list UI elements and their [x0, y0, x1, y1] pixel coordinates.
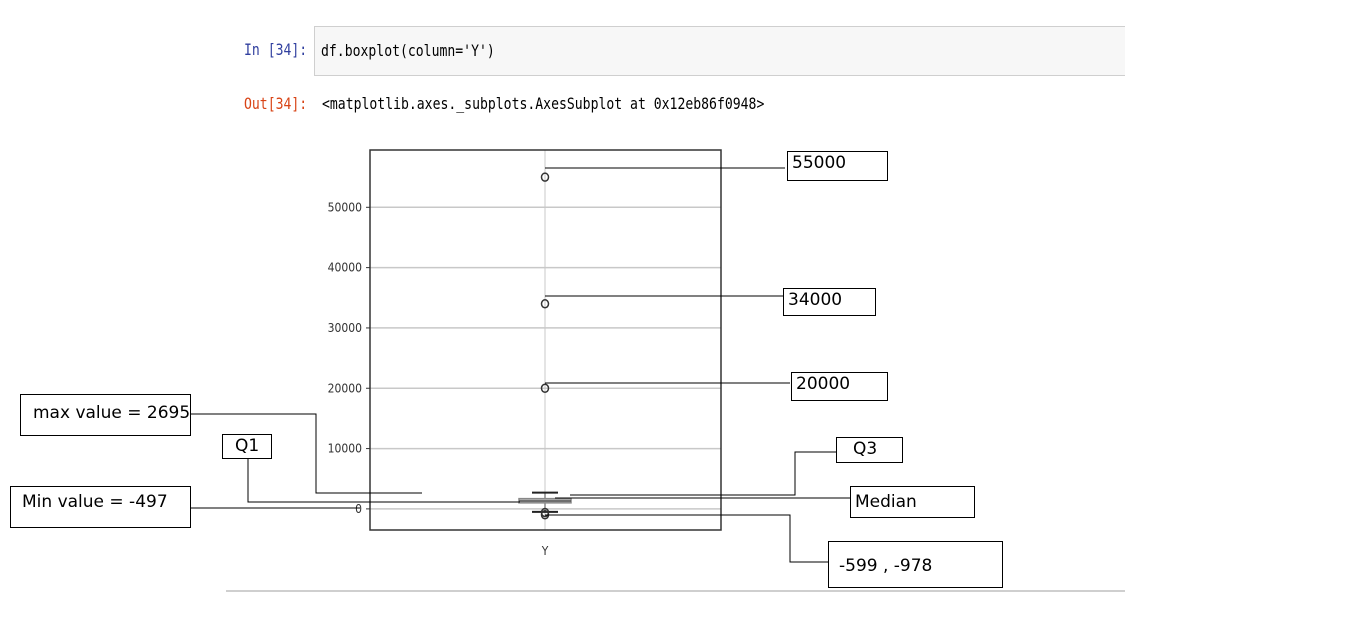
connector-q3 [570, 451, 836, 496]
y-tick-label: 20000 [328, 381, 362, 395]
input-prompt: In [34]: [244, 40, 308, 59]
annotation-q1: Q1 [222, 434, 272, 459]
code-text: df.boxplot(column='Y') [321, 41, 495, 60]
y-tick-label: 10000 [328, 442, 362, 456]
code-cell[interactable]: df.boxplot(column='Y') [314, 26, 1125, 76]
output-text: <matplotlib.axes._subplots.AxesSubplot a… [322, 94, 765, 113]
annotation-low-outliers: -599 , -978 [828, 541, 1003, 588]
connector-q1 [247, 458, 520, 503]
annotation-20000: 20000 [791, 372, 888, 401]
y-tick-label: 30000 [328, 321, 362, 335]
plot-frame [369, 149, 722, 531]
annotation-min-value: Min value = -497 [10, 486, 191, 528]
y-tick-label: 0 [355, 502, 362, 516]
annotation-connectors [190, 167, 850, 563]
output-prompt: Out[34]: [244, 94, 308, 113]
connector-max [190, 413, 422, 494]
y-tick-label: 50000 [328, 200, 362, 214]
cell-divider [226, 590, 1125, 592]
x-tick-label: Y [541, 544, 549, 558]
annotation-34000: 34000 [783, 288, 876, 316]
outlier-point [540, 383, 550, 394]
y-tick-label: 40000 [328, 261, 362, 275]
annotation-q3: Q3 [836, 437, 903, 463]
outlier-point [540, 172, 550, 182]
connector-low-outliers [545, 514, 828, 563]
annotation-max-value: max value = 2695 [20, 394, 191, 436]
outlier-point [540, 299, 550, 309]
annotation-median: Median [850, 486, 975, 518]
annotation-55000: 55000 [787, 151, 888, 181]
